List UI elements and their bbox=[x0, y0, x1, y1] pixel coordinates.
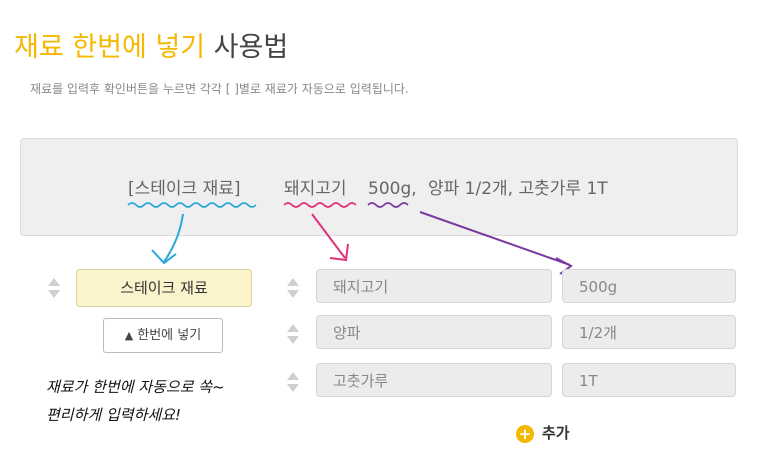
pink-underline bbox=[283, 202, 357, 208]
row-reorder-handle[interactable] bbox=[286, 274, 300, 302]
blue-underline bbox=[127, 202, 257, 208]
group-reorder-handle[interactable] bbox=[47, 274, 61, 302]
example-rest: 양파 1/2개, 고춧가루 1T bbox=[428, 179, 608, 199]
blue-arrow bbox=[163, 213, 184, 263]
add-row-button[interactable]: + 추가 bbox=[516, 422, 570, 443]
title-highlight: 재료 한번에 넣기 bbox=[14, 32, 206, 63]
example-input-box bbox=[20, 138, 738, 236]
ingredient-name-field[interactable]: 양파 bbox=[316, 315, 552, 349]
ingredient-name-field[interactable]: 고춧가루 bbox=[316, 363, 552, 397]
handwritten-note-line2: 편리하게 입력하세요! bbox=[46, 406, 181, 424]
add-row-label: 추가 bbox=[542, 424, 570, 442]
title-rest: 사용법 bbox=[213, 32, 289, 63]
pink-arrowhead bbox=[329, 243, 349, 262]
purple-arrow bbox=[419, 211, 571, 266]
example-amount: 500g, bbox=[368, 179, 417, 199]
example-ingredient: 돼지고기 bbox=[284, 179, 347, 199]
purple-underline bbox=[367, 202, 409, 208]
pink-arrow bbox=[311, 213, 346, 259]
handwritten-note-line1: 재료가 한번에 자동으로 쏙~ bbox=[46, 378, 225, 396]
insert-all-button[interactable]: ▲한번에 넣기 bbox=[103, 318, 223, 353]
group-name-field[interactable]: 스테이크 재료 bbox=[76, 269, 252, 307]
page-title: 재료 한번에 넣기 사용법 bbox=[14, 28, 288, 68]
ingredient-amount-field[interactable]: 1/2개 bbox=[562, 315, 736, 349]
row-reorder-handle[interactable] bbox=[286, 368, 300, 396]
pot-icon: ▲ bbox=[124, 329, 134, 342]
ingredient-amount-field[interactable]: 500g bbox=[562, 269, 736, 303]
ingredient-amount-field[interactable]: 1T bbox=[562, 363, 736, 397]
example-group: [스테이크 재료] bbox=[128, 179, 241, 199]
blue-arrowhead bbox=[151, 249, 177, 265]
plus-circle-icon: + bbox=[516, 424, 534, 443]
insert-all-label: 한번에 넣기 bbox=[137, 328, 202, 343]
ingredient-name-field[interactable]: 돼지고기 bbox=[316, 269, 552, 303]
page-subtitle: 재료를 입력후 확인버튼을 누르면 각각 [ ]별로 재료가 자동으로 입력됩니… bbox=[30, 82, 409, 96]
row-reorder-handle[interactable] bbox=[286, 320, 300, 348]
